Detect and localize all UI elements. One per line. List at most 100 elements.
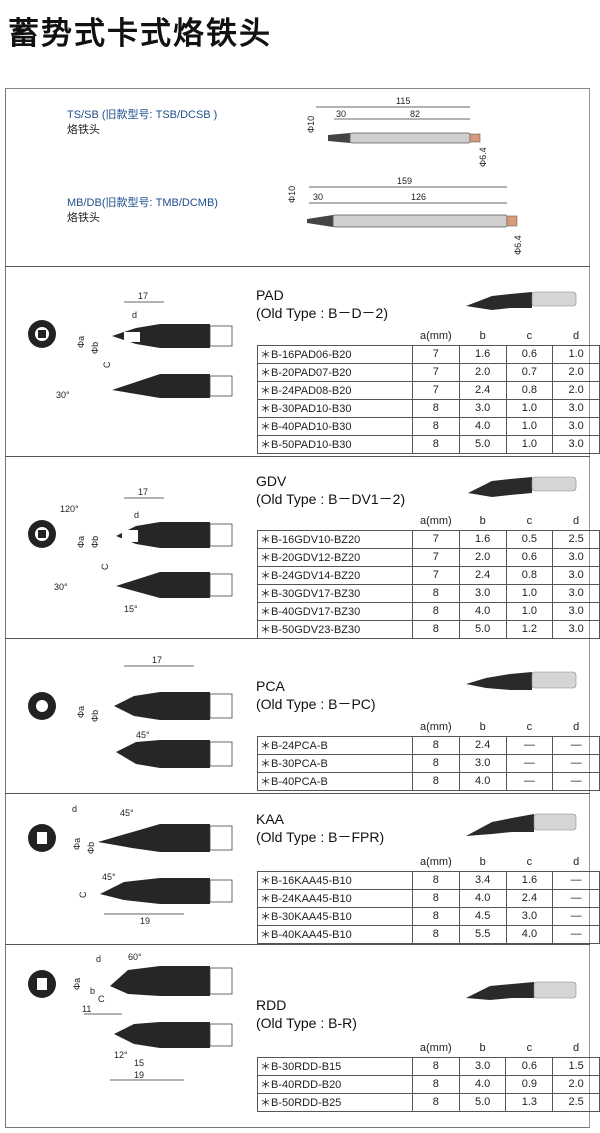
section-divider (5, 638, 590, 639)
label-c: C (98, 994, 105, 1004)
old-type: (Old Type : B-R) (256, 1015, 357, 1031)
col-a: a(mm) (412, 327, 460, 346)
dim-dia: Φ10 (287, 186, 297, 203)
section-divider (5, 266, 590, 267)
page-title: 蓄势式卡式烙铁头 (8, 16, 272, 52)
dim-length-3: 11 (82, 1004, 91, 1014)
dim-angle: 60° (128, 952, 142, 962)
dim-mid: 126 (411, 192, 426, 202)
label-c: C (78, 891, 88, 898)
col-b: b (459, 512, 507, 531)
col-a: a(mm) (412, 853, 460, 872)
col-c: c (506, 512, 553, 531)
col-b: b (459, 853, 507, 872)
label-phi-a: Φa (76, 706, 86, 718)
col-d: d (552, 1039, 600, 1058)
pca-title: PCA (Old Type : B－PC) (256, 677, 376, 713)
col-b: b (459, 1039, 506, 1058)
col-b: b (459, 718, 507, 737)
dim-mid: 82 (410, 109, 420, 119)
dim-angle: 45° (120, 808, 134, 818)
model-desc: 烙铁头 (67, 124, 100, 136)
dim-length: 17 (138, 487, 148, 497)
col-b: b (459, 327, 507, 346)
frame-top-border (5, 88, 590, 89)
label-d: d (72, 804, 77, 814)
dim-tip: 30 (313, 192, 323, 202)
dim-total: 159 (397, 176, 412, 186)
kaa-drawing: d 45° Φa Φb C 45° 19 (28, 804, 233, 926)
dim-length: 17 (138, 291, 148, 301)
old-type: (Old Type : B－FPR) (256, 829, 385, 845)
dim-dia: Φ10 (306, 116, 316, 133)
series-name: KAA (256, 811, 285, 827)
dim-angle: 30° (56, 390, 70, 400)
dim-angle-small: 15° (124, 604, 138, 614)
series-name: PCA (256, 678, 285, 694)
dim-length: 19 (140, 916, 150, 926)
dim-angle-2: 45° (102, 872, 116, 882)
label-phi-b: Φb (90, 342, 100, 354)
label-phi-b: Φb (86, 842, 96, 854)
dim-angle: 45° (136, 730, 150, 740)
section-divider (5, 944, 590, 945)
col-d: d (552, 327, 600, 346)
dim-angle-top: 120° (60, 504, 79, 514)
pad-drawing: 17 d Φa Φb C 30° (28, 291, 233, 400)
label-phi-a: Φa (76, 336, 86, 348)
rdd-title: RDD (Old Type : B-R) (256, 996, 357, 1032)
label-d: d (134, 510, 139, 520)
col-a: a(mm) (412, 718, 460, 737)
label-d: d (96, 954, 101, 964)
pca-tip-photo (466, 671, 577, 690)
col-d: d (552, 718, 600, 737)
pad-tip-photo (466, 291, 577, 310)
gdv-title: GDV (Old Type : B－DV1－2) (256, 472, 405, 508)
section-divider (5, 793, 590, 794)
ts-sb-drawing: 115 82 30 Φ10 Φ6.4 (306, 96, 488, 167)
old-type: (Old Type : B－DV1－2) (256, 491, 406, 507)
mb-db-drawing: 159 126 30 Φ10 Φ6.4 (287, 176, 523, 255)
col-a: a(mm) (412, 1039, 460, 1058)
label-phi-b: Φb (90, 710, 100, 722)
table-header-row: a(mm) b c d (257, 327, 600, 346)
model-mb-db: MB/DB(旧款型号: TMB/DCMB) 烙铁头 (67, 196, 218, 226)
old-type: (Old Type : B－PC) (256, 696, 376, 712)
series-name: PAD (256, 287, 284, 303)
dim-angle: 30° (54, 582, 68, 592)
model-name: TS/SB (旧款型号: TSB/DCSB ) (67, 109, 218, 121)
series-name: RDD (256, 997, 287, 1013)
model-desc: 烙铁头 (67, 212, 100, 224)
col-d: d (552, 512, 600, 531)
table-header-row: a(mm) b c d (257, 718, 600, 737)
gdv-tip-photo (468, 476, 577, 497)
label-c: C (102, 361, 112, 368)
label-phi-b: Φb (90, 536, 100, 548)
dim-length-2: 15 (134, 1058, 144, 1068)
table-header-row: a(mm) b c d (257, 1039, 600, 1058)
label-d: d (132, 310, 137, 320)
label-b: b (90, 986, 95, 996)
pca-drawing: 17 Φa Φb 45° (28, 655, 233, 768)
col-c: c (505, 1039, 553, 1058)
col-c: c (506, 327, 553, 346)
